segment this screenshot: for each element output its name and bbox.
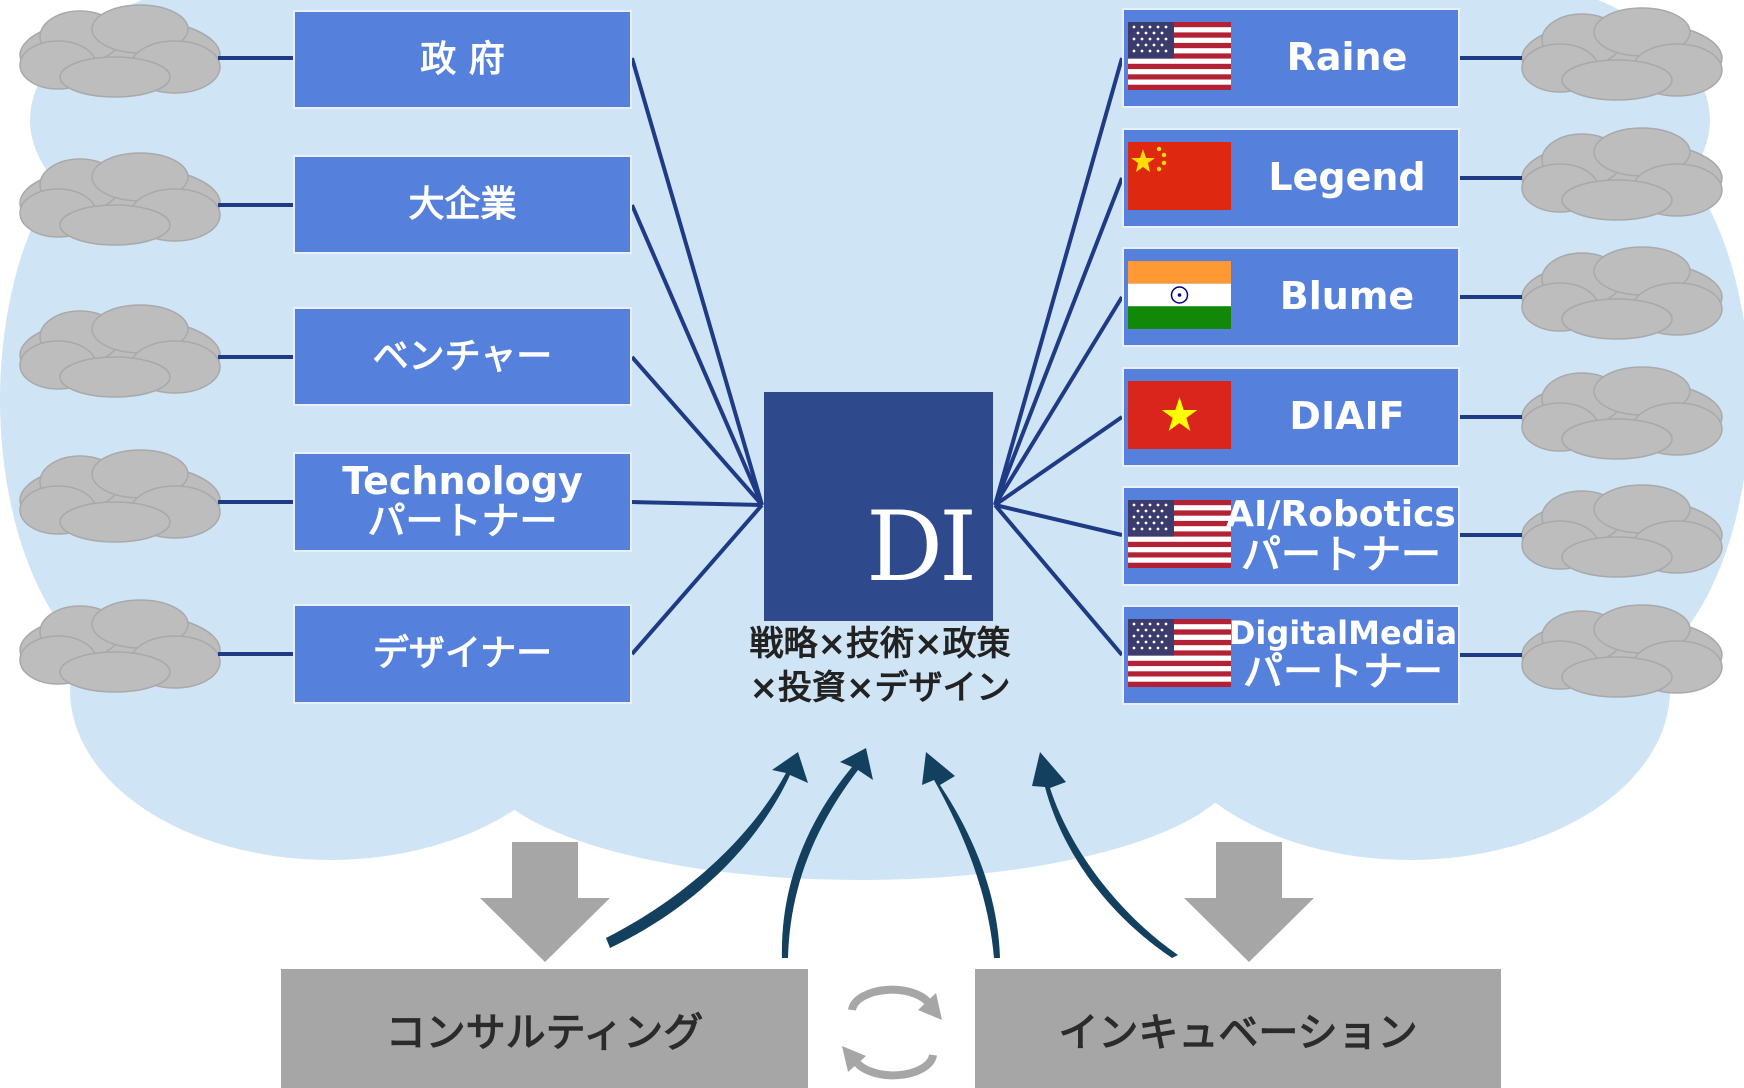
di-logo-text: DI	[866, 491, 977, 603]
slogan-line-1: 戦略×技術×政策	[749, 624, 1011, 664]
china-flag-icon	[1128, 142, 1231, 210]
consulting-label: コンサルティング	[385, 1009, 704, 1056]
left-box-label: 政 府	[420, 38, 505, 80]
down-arrows	[480, 842, 1314, 962]
left-box-label-2: パートナー	[367, 499, 558, 543]
right-box-digitalmedia-partner: DigitalMedia パートナー	[1122, 605, 1460, 705]
cycle-icon	[848, 985, 937, 1080]
right-box-label-2: パートナー	[1243, 648, 1443, 695]
left-small-clouds	[19, 4, 221, 693]
right-box-label: Raine	[1286, 35, 1408, 80]
right-box-label: DigitalMedia	[1228, 614, 1458, 653]
right-box-legend: Legend	[1122, 128, 1460, 228]
incubation-label: インキュベーション	[1058, 1009, 1418, 1056]
right-box-blume: Blume	[1122, 247, 1460, 347]
up-arrows	[606, 748, 1178, 958]
di-slogan: 戦略×技術×政策 ×投資×デザイン	[700, 622, 1060, 710]
left-box-designer: デザイナー	[293, 604, 632, 704]
right-small-clouds	[1521, 7, 1723, 698]
left-box-label: デザイナー	[372, 633, 553, 675]
right-box-ai-robotics-partner: AI/Robotics パートナー	[1122, 486, 1460, 586]
right-box-label: AI/Robotics	[1226, 494, 1456, 536]
consulting-box: コンサルティング	[281, 969, 808, 1088]
slogan-line-2: ×投資×デザイン	[749, 668, 1011, 708]
usa-flag-icon	[1128, 500, 1231, 568]
right-box-label: DIAIF	[1289, 394, 1405, 439]
left-box-label: Technology	[342, 459, 583, 504]
usa-flag-icon	[1128, 619, 1231, 687]
usa-flag-icon	[1128, 22, 1231, 90]
incubation-box: インキュベーション	[975, 969, 1501, 1088]
di-logo: DI	[764, 392, 993, 621]
cloud-connectors	[218, 56, 1522, 657]
right-box-label: Legend	[1268, 155, 1426, 200]
fan-lines	[630, 57, 1124, 657]
right-box-raine: Raine	[1122, 8, 1460, 108]
right-box-label: Blume	[1279, 274, 1415, 319]
left-box-venture: ベンチャー	[293, 307, 632, 406]
vietnam-flag-icon	[1128, 381, 1231, 449]
india-flag-icon	[1128, 261, 1231, 329]
left-box-government: 政 府	[293, 10, 632, 109]
left-box-label: 大企業	[408, 183, 517, 225]
left-box-large-enterprise: 大企業	[293, 155, 632, 254]
left-box-label: ベンチャー	[372, 335, 553, 377]
left-box-technology-partner: Technology パートナー	[293, 452, 632, 552]
right-box-diaif: DIAIF	[1122, 367, 1460, 467]
right-box-label-2: パートナー	[1241, 531, 1441, 578]
